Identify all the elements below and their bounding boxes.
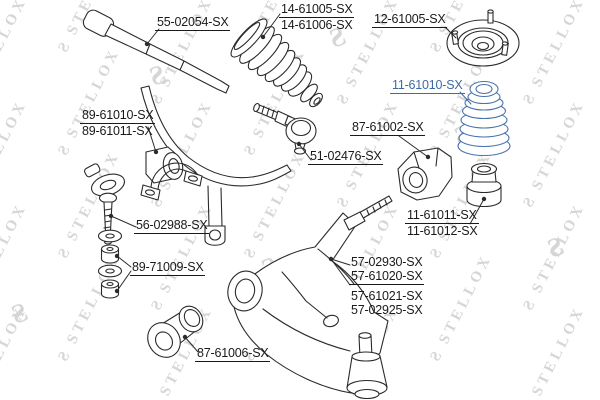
label-tie-rod-end: 51-02476-SX — [308, 149, 384, 165]
part-number: 57-61021-SX — [351, 289, 423, 303]
part-number: 89-61010-SX — [80, 108, 156, 124]
part-number: 11-61012-SX — [407, 224, 478, 238]
link-bushing-kit-drawing — [97, 229, 123, 299]
part-number: 89-71009-SX — [130, 260, 206, 276]
strut-mount-drawing — [446, 9, 520, 67]
part-number: 14-61005-SX — [279, 2, 355, 18]
control-arm-drawing — [227, 195, 393, 400]
part-number: 55-02054-SX — [155, 15, 231, 31]
part-number-highlighted[interactable]: 11-61010-SX — [390, 78, 465, 94]
part-number: 87-61006-SX — [195, 346, 271, 362]
part-number: 11-61011-SX — [405, 208, 479, 224]
label-stabilizer-link: 56-02988-SX — [134, 218, 210, 234]
label-bump-stop: 11-61011-SX 11-61012-SX — [405, 208, 479, 238]
part-number: 57-02930-SX — [351, 255, 423, 269]
part-number: 87-61002-SX — [350, 120, 426, 136]
leader-lines — [108, 13, 487, 353]
stabilizer-bushing-bracket-drawing — [140, 146, 203, 201]
steering-rack-boot-drawing — [230, 18, 323, 108]
label-link-bushing-kit: 89-71009-SX — [130, 260, 206, 276]
label-control-arm-bushing: 87-61006-SX — [195, 346, 271, 362]
label-control-arm: 57-02930-SX 57-61020-SX 57-61021-SX 57-0… — [349, 255, 425, 317]
bump-stop-drawing — [466, 162, 502, 208]
label-steering-rack-boot: 14-61005-SX 14-61006-SX — [279, 2, 355, 32]
stabilizer-bar-bushing-drawing — [397, 147, 453, 201]
label-stabilizer-bar-bushing: 87-61002-SX — [350, 120, 426, 136]
label-strut-mount: 12-61005-SX — [372, 12, 448, 28]
part-number: 89-61011-SX — [82, 124, 153, 138]
inner-tie-rod-drawing — [82, 9, 230, 94]
tie-rod-end-drawing — [253, 102, 317, 155]
part-number: 51-02476-SX — [308, 149, 384, 165]
shock-dust-boot-drawing — [457, 80, 511, 157]
part-number: 14-61006-SX — [281, 18, 353, 32]
part-number: 12-61005-SX — [372, 12, 448, 28]
label-stabilizer-bushing: 89-61010-SX 89-61011-SX — [80, 108, 156, 138]
control-arm-bushing-drawing — [147, 305, 204, 358]
label-shock-dust-boot[interactable]: 11-61010-SX — [390, 78, 465, 94]
part-number: 56-02988-SX — [134, 218, 210, 234]
label-inner-tie-rod: 55-02054-SX — [155, 15, 231, 31]
part-number: 57-61020-SX — [349, 269, 425, 285]
part-number: 57-02925-SX — [351, 303, 423, 317]
